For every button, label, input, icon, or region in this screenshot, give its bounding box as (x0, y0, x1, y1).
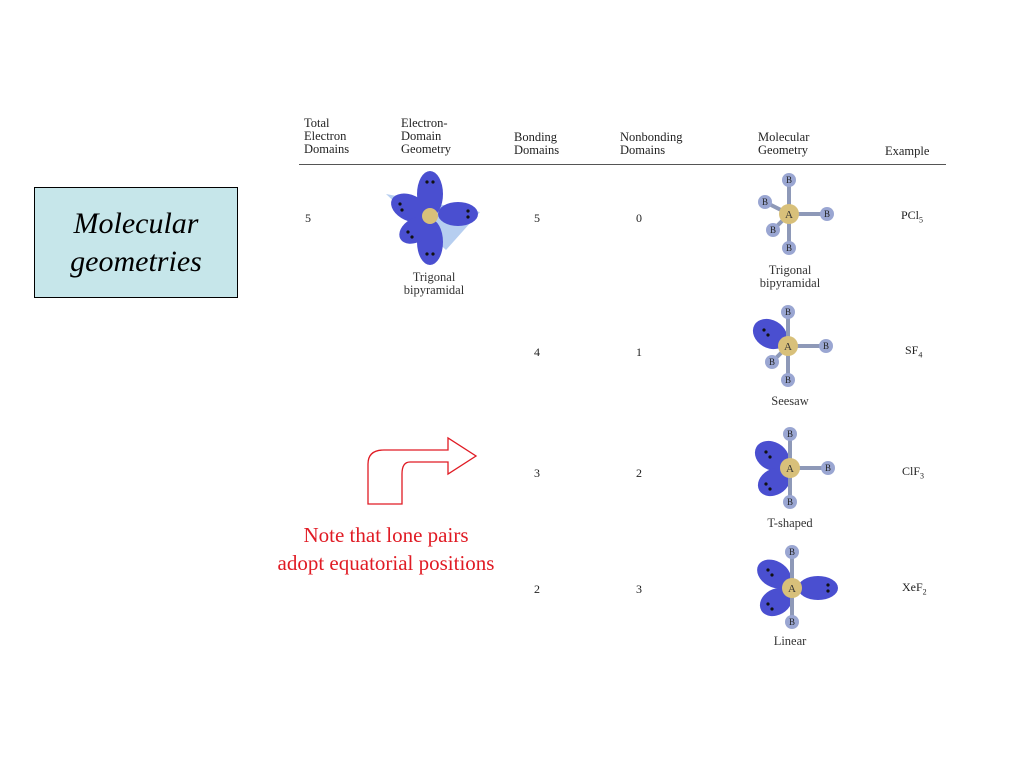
header-bonding-domains: Bonding Domains (514, 130, 560, 157)
row2-example-subscript: 4 (918, 350, 923, 360)
row4-nonbonding: 3 (636, 582, 642, 596)
row2-outer-atom-label: B (823, 341, 829, 351)
row1-molecular-geometry-label: Trigonal bipyramidal (759, 263, 821, 290)
row1-outer-atom-label: B (762, 197, 768, 207)
row2-outer-atom-label: B (785, 307, 791, 317)
row3-example: ClF3 (902, 464, 924, 480)
slide-title: Molecular geometries (70, 206, 202, 278)
row2-example-formula: SF (905, 343, 919, 357)
row1-molecule-model: A B B B B B (758, 173, 834, 255)
trigonal-bipyramidal-electron-domain-model (386, 171, 480, 265)
row4-example-formula: XeF (902, 580, 923, 594)
row4-outer-atom-label: B (789, 617, 795, 627)
row4-example-subscript: 2 (922, 587, 927, 597)
row2-outer-atom-label: B (769, 357, 775, 367)
header-molecular-geometry: Molecular Geometry (758, 130, 810, 157)
row2-bonding: 4 (534, 345, 540, 359)
row3-outer-atom-label: B (825, 463, 831, 473)
header-total-domains: Total Electron Domains (304, 116, 350, 156)
row4-molecule-model: A B B (757, 545, 838, 629)
row1-example: PCl5 (901, 208, 923, 224)
row2-molecular-geometry-label: Seesaw (771, 394, 809, 408)
row3-molecular-geometry-label: T-shaped (767, 516, 813, 530)
row4-central-atom-label: A (788, 583, 796, 595)
row1-bonding: 5 (534, 211, 540, 225)
row1-example-formula: PCl (901, 208, 920, 222)
header-rule (299, 164, 946, 165)
row3-example-formula: ClF (902, 464, 921, 478)
row4-example: XeF2 (902, 580, 927, 596)
total-domains-value: 5 (305, 211, 311, 225)
row4-bonding: 2 (534, 582, 540, 596)
electron-domain-geometry-label: Trigonal bipyramidal (403, 270, 465, 297)
title-box: Molecular geometries (34, 187, 238, 298)
row3-outer-atom-label: B (787, 497, 793, 507)
row2-nonbonding: 1 (636, 345, 642, 359)
row2-outer-atom-label: B (785, 375, 791, 385)
lone-pair-note: Note that lone pairs adopt equatorial po… (277, 523, 495, 575)
row3-nonbonding: 2 (636, 466, 642, 480)
row2-example: SF4 (905, 343, 922, 359)
curved-arrow-icon (367, 436, 478, 505)
row3-bonding: 3 (534, 466, 540, 480)
row1-outer-atom-label: B (824, 209, 830, 219)
header-electron-domain-geometry: Electron- Domain Geometry (401, 116, 451, 156)
row3-central-atom-label: A (786, 463, 794, 475)
row4-molecular-geometry-label: Linear (773, 634, 807, 648)
row3-example-subscript: 3 (920, 471, 925, 481)
row2-molecule-model: A B B B B (752, 305, 833, 387)
row1-central-atom-label: A (785, 209, 793, 221)
row1-nonbonding: 0 (636, 211, 642, 225)
row1-example-subscript: 5 (919, 215, 924, 225)
row3-molecule-model: A B B B (754, 427, 835, 509)
row4-outer-atom-label: B (789, 547, 795, 557)
row1-outer-atom-label: B (786, 243, 792, 253)
row1-outer-atom-label: B (770, 225, 776, 235)
row3-outer-atom-label: B (787, 429, 793, 439)
row1-outer-atom-label: B (786, 175, 792, 185)
header-nonbonding-domains: Nonbonding Domains (620, 130, 683, 157)
header-example: Example (885, 144, 930, 158)
row2-central-atom-label: A (784, 341, 792, 353)
